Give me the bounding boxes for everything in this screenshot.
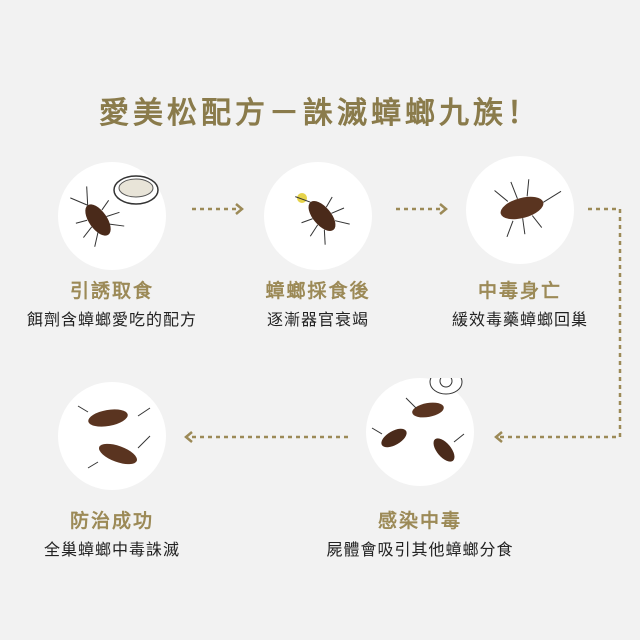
cockroach-icon <box>295 196 350 245</box>
page-title: 愛美松配方－誅滅蟑螂九族！ <box>99 96 541 131</box>
step-1-desc: 餌劑含蟑螂愛吃的配方 <box>26 310 197 329</box>
step-1-title: 引誘取食 <box>69 280 154 302</box>
cockroach-icon <box>70 186 125 247</box>
dead-cockroach-icon <box>494 179 562 238</box>
skull-icon <box>429 369 463 395</box>
dead-cockroach-icon <box>412 402 444 418</box>
step-4-desc: 屍體會吸引其他蟑螂分食 <box>326 540 514 559</box>
dead-cockroach-icon <box>99 443 137 465</box>
step-2-illustration <box>264 162 372 270</box>
bait-container-icon <box>113 175 159 205</box>
step-4-title: 感染中毒 <box>377 510 462 532</box>
step-3-desc: 緩效毒藥蟑螂回巢 <box>451 310 588 329</box>
dead-cockroach-icon <box>88 409 128 427</box>
cockroach-icon <box>381 428 407 448</box>
step-5-desc: 全巢蟑螂中毒誅滅 <box>43 540 180 559</box>
step-2-title: 蟑螂採食後 <box>265 280 371 302</box>
step-5-title: 防治成功 <box>69 510 154 532</box>
step-4-illustration <box>366 369 474 486</box>
step-5-illustration <box>58 382 166 490</box>
step-3-title: 中毒身亡 <box>477 280 562 302</box>
step-2-desc: 逐漸器官衰竭 <box>266 310 369 329</box>
step-3-illustration <box>466 156 574 264</box>
step-1-illustration <box>58 162 166 270</box>
cockroach-icon <box>433 438 455 462</box>
arrow-3-4 <box>500 207 622 439</box>
